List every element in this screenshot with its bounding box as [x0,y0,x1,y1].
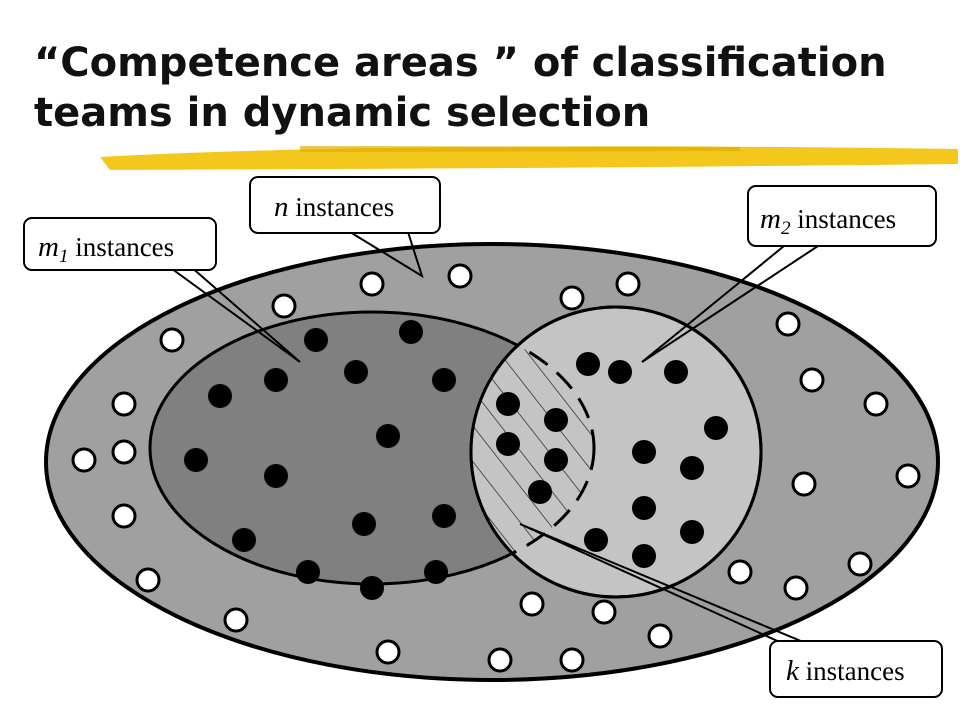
instance-uncovered [71,447,97,473]
instance-covered [680,520,704,544]
instance-covered [264,464,288,488]
instance-covered [232,528,256,552]
instance-uncovered [519,591,545,617]
instance-uncovered [559,647,585,673]
instance-covered [632,440,656,464]
instance-covered [208,384,232,408]
instance-uncovered [223,607,249,633]
pointer-m2 [641,245,819,363]
instance-uncovered [863,391,889,417]
instance-covered [432,504,456,528]
instance-covered [680,456,704,480]
pointer-m1 [167,265,301,363]
instance-uncovered [271,293,297,319]
instance-covered [584,528,608,552]
pointer-n [349,231,424,279]
instance-dots [71,263,921,673]
instance-covered [544,448,568,472]
callout-n-label: n instances [274,191,394,223]
instance-covered [376,424,400,448]
instance-uncovered [791,471,817,497]
pointer-k [519,523,809,645]
team2-boundary [469,305,763,599]
instance-covered [632,544,656,568]
callout-k-box [769,640,943,698]
instance-covered [432,368,456,392]
instance-uncovered [783,575,809,601]
instance-covered [608,360,632,384]
instance-covered [264,368,288,392]
callout-pointers [167,231,819,645]
instance-uncovered [799,367,825,393]
title-underline-highlight [100,146,958,170]
instance-covered [344,360,368,384]
instance-covered [496,392,520,416]
instance-uncovered [359,271,385,297]
instance-uncovered [111,439,137,465]
callout-m2-box [747,185,937,247]
instance-uncovered [487,647,513,673]
instance-covered [296,560,320,584]
instance-covered [304,328,328,352]
slide-title: “Competence areas ” of classification te… [34,38,944,138]
instance-covered [544,408,568,432]
callout-m1-box [23,217,217,271]
callout-n-box [249,176,441,234]
title-line-1: “Competence areas ” of classification [34,40,887,86]
instance-covered [496,432,520,456]
instance-uncovered [375,639,401,665]
instance-uncovered [647,623,673,649]
instance-uncovered [727,559,753,585]
instance-uncovered [775,311,801,337]
instance-uncovered [111,391,137,417]
instance-uncovered [159,327,185,353]
instance-covered [664,360,688,384]
callout-m1-label: m1 instances [38,231,174,267]
instance-uncovered [615,271,641,297]
instance-covered [399,320,423,344]
instance-uncovered [135,567,161,593]
instance-uncovered [447,263,473,289]
instance-covered [528,480,552,504]
instance-covered [184,448,208,472]
title-line-2: teams in dynamic selection [34,90,651,136]
instance-uncovered [559,285,585,311]
callout-m2-label: m2 instances [760,203,896,239]
instance-uncovered [591,599,617,625]
instance-covered [360,576,384,600]
instance-covered [632,496,656,520]
instance-covered [576,352,600,376]
instance-uncovered [895,463,921,489]
instance-covered [424,560,448,584]
instance-uncovered [847,551,873,577]
team1-boundary-dashed [471,310,596,586]
callout-k-label: k instances [786,655,905,687]
instance-uncovered [111,503,137,529]
instance-covered [352,512,376,536]
instance-covered [704,416,728,440]
